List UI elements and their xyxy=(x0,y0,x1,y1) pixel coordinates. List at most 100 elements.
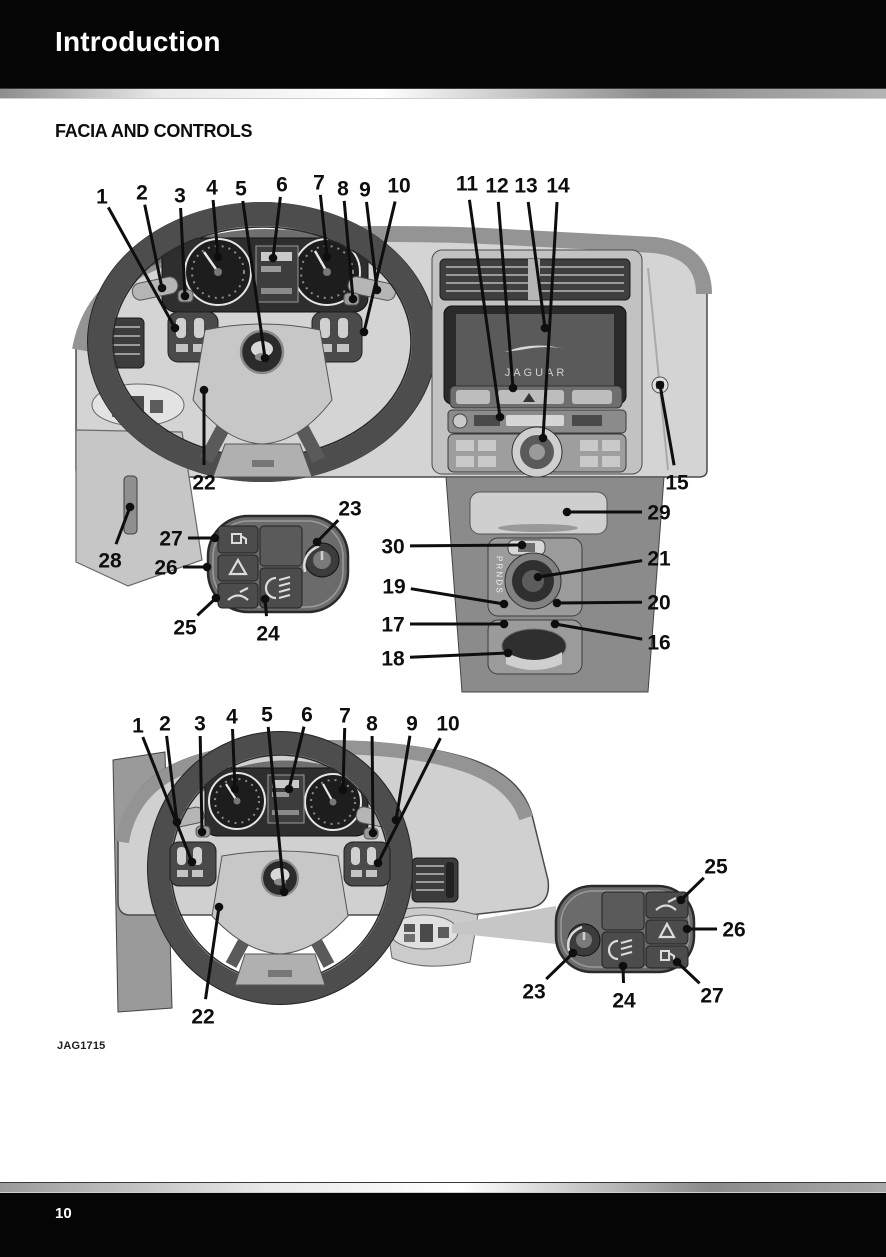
left-gearshift-paddle xyxy=(195,825,211,838)
gear-position-letters: P R N D S xyxy=(495,556,504,593)
touch-screen: JAGUAR xyxy=(443,305,627,405)
right-steering-stalk xyxy=(355,806,401,830)
hazard-warning-icon xyxy=(228,557,248,576)
instrument-cluster xyxy=(204,767,369,837)
callout-27: 27 xyxy=(159,528,220,551)
callout-3: 3 xyxy=(194,713,207,837)
callout-number: 23 xyxy=(338,498,361,521)
callout-number: 23 xyxy=(522,981,545,1004)
callout-23: 23 xyxy=(522,948,578,1004)
footer-band: 10 xyxy=(0,1193,886,1257)
callout-18: 18 xyxy=(381,648,513,671)
callout-number: 10 xyxy=(436,713,459,736)
callout-25: 25 xyxy=(173,593,221,640)
front-fog-light-switch xyxy=(259,567,303,609)
callout-number: 26 xyxy=(154,557,177,580)
callout-6: 6 xyxy=(284,704,313,794)
callout-14: 14 xyxy=(538,175,570,443)
callout-number: 8 xyxy=(337,178,349,201)
callout-29: 29 xyxy=(562,502,671,525)
callout-30: 30 xyxy=(381,536,527,559)
jaguar-badge xyxy=(239,329,285,375)
left-steering-wheel-switches xyxy=(167,311,219,363)
airbag-pad xyxy=(192,323,333,445)
callout-number: 7 xyxy=(339,705,351,728)
callout-number: 5 xyxy=(235,178,247,201)
callout-9: 9 xyxy=(391,713,418,825)
climate-panel xyxy=(447,426,627,478)
a-pillar-door-edge xyxy=(112,751,173,1013)
callout-number: 29 xyxy=(647,502,670,525)
figure-code: JAG1715 xyxy=(57,1040,106,1052)
callout-13: 13 xyxy=(514,175,550,333)
steering-wheel xyxy=(147,731,413,1005)
callout-4: 4 xyxy=(226,706,240,794)
header-band: Introduction xyxy=(0,0,886,88)
callout-number: 22 xyxy=(192,472,215,495)
engine-start-stop-button xyxy=(507,539,546,556)
screen-button-row xyxy=(449,385,623,409)
steering-column-shroud xyxy=(234,953,326,986)
left-steering-stalk xyxy=(161,806,205,830)
callout-number: 2 xyxy=(136,182,148,205)
light-switch-swoosh xyxy=(567,925,583,952)
callout-10: 10 xyxy=(359,175,411,337)
window-switch xyxy=(130,396,144,417)
front-fog-light-icon xyxy=(607,938,633,961)
centre-stack: JAGUAR xyxy=(431,249,643,478)
right-steering-wheel-switches xyxy=(343,841,391,887)
centre-console: P R N D S xyxy=(445,476,665,693)
engine-start-stop-button-face xyxy=(518,543,535,552)
light-switch-swoosh xyxy=(303,544,320,573)
window-switch xyxy=(112,408,124,417)
cubby-latch xyxy=(498,524,578,532)
callout-number: 9 xyxy=(359,179,371,202)
hazard-switch xyxy=(645,919,689,945)
callout-15: 15 xyxy=(655,380,689,495)
callout-1: 1 xyxy=(132,715,197,867)
window-switch-pack xyxy=(389,914,459,950)
callout-number: 3 xyxy=(174,185,186,208)
callout-number: 27 xyxy=(159,528,182,551)
page-number: 10 xyxy=(55,1205,72,1222)
callout-number: 12 xyxy=(485,175,508,198)
dash-crease xyxy=(647,267,669,471)
callout-number: 1 xyxy=(132,715,144,738)
callout-23: 23 xyxy=(312,498,362,547)
side-air-vent xyxy=(95,317,145,369)
hazard-switch xyxy=(217,554,259,582)
lighting-switch-pod xyxy=(206,514,350,614)
speedometer xyxy=(208,772,266,830)
left-steering-stalk xyxy=(131,276,179,301)
callout-28: 28 xyxy=(98,502,135,573)
callout-number: 11 xyxy=(456,173,479,196)
tachometer xyxy=(293,238,361,306)
steering-wheel xyxy=(87,202,437,482)
callout-number: 25 xyxy=(704,856,728,879)
lighting-switch-pod xyxy=(554,884,696,974)
callout-number: 28 xyxy=(98,550,122,573)
callout-number: 27 xyxy=(700,985,723,1008)
blank-switch xyxy=(259,525,303,567)
callout-22: 22 xyxy=(191,902,224,1029)
vent-slider xyxy=(446,862,454,898)
vent-slats xyxy=(100,326,140,355)
callout-2: 2 xyxy=(159,713,182,827)
blank-switch xyxy=(601,891,645,931)
dashboard xyxy=(117,740,550,916)
callout-number: 30 xyxy=(381,536,404,559)
callout-number: 2 xyxy=(159,713,171,736)
speedometer xyxy=(184,238,252,306)
callout-21: 21 xyxy=(533,548,671,582)
hazard-switch-icon xyxy=(523,393,535,402)
callout-number: 10 xyxy=(387,175,410,198)
glovebox-release-button xyxy=(651,376,669,394)
column-slot xyxy=(268,970,292,977)
callout-number: 24 xyxy=(256,623,280,646)
callout-7: 7 xyxy=(338,705,351,795)
instrument-cluster xyxy=(161,237,369,313)
vent-divider xyxy=(528,259,540,300)
